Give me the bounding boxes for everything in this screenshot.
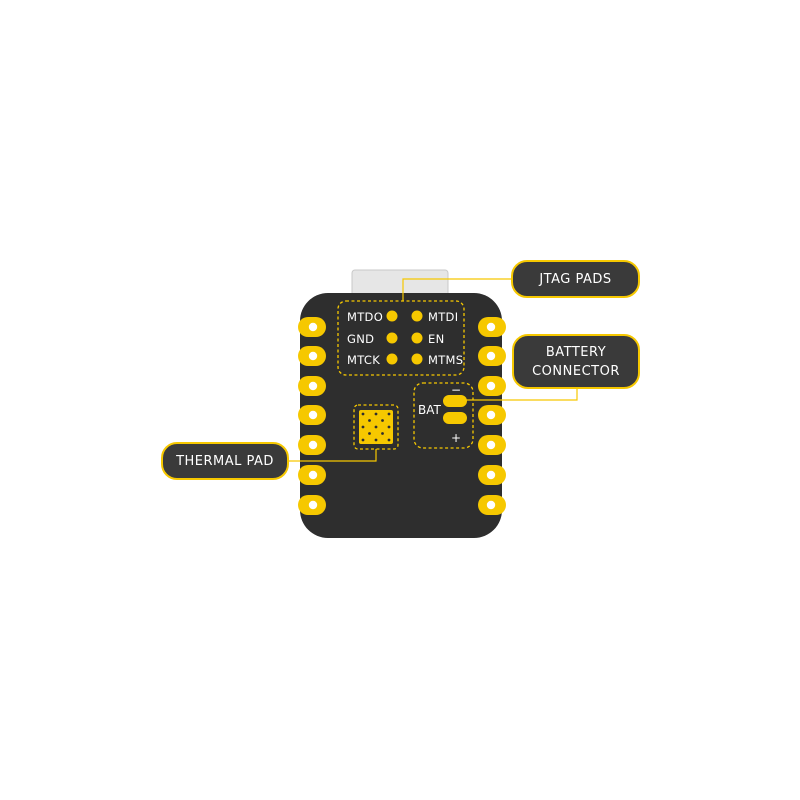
jtag-pads-outline xyxy=(337,300,465,376)
side-pad-hole-right-2 xyxy=(486,351,496,361)
jtag-pad-mtck xyxy=(386,353,398,365)
thermal-via xyxy=(374,438,378,442)
thermal-pad-outline xyxy=(353,404,399,450)
side-pad-hole-left-7 xyxy=(308,500,318,510)
jtag-pad-mtdo xyxy=(386,310,398,322)
thermal-via xyxy=(361,412,365,416)
side-pad-hole-left-5 xyxy=(308,440,318,450)
thermal-via xyxy=(374,412,378,416)
jtag-pads-callout-text: JTAG PADS xyxy=(539,271,612,287)
thermal-via xyxy=(387,438,391,442)
thermal-via xyxy=(374,425,378,429)
thermal-leader-line xyxy=(287,449,377,462)
side-pad-hole-left-6 xyxy=(308,470,318,480)
jtag-label-mtck: MTCK xyxy=(347,353,380,367)
battery-connector-callout: BATTERY CONNECTOR xyxy=(512,334,640,389)
battery-pad-negative xyxy=(443,395,467,407)
battery-callout-line1: BATTERY xyxy=(545,344,607,360)
side-pad-hole-right-5 xyxy=(486,440,496,450)
side-pad-hole-right-3 xyxy=(486,381,496,391)
side-pad-hole-right-1 xyxy=(486,322,496,332)
jtag-pad-gnd xyxy=(386,332,398,344)
side-pad-hole-right-4 xyxy=(486,410,496,420)
jtag-pad-en xyxy=(411,332,423,344)
side-pad-hole-left-2 xyxy=(308,351,318,361)
thermal-via xyxy=(381,419,384,422)
jtag-leader-line xyxy=(402,278,513,301)
thermal-pad-callout-text: THERMAL PAD xyxy=(176,453,274,469)
battery-leader-line xyxy=(462,385,578,401)
battery-callout-line2: CONNECTOR xyxy=(532,363,620,379)
jtag-label-mtdo: MTDO xyxy=(347,310,383,324)
side-pad-hole-right-7 xyxy=(486,500,496,510)
jtag-pad-mtdi xyxy=(411,310,423,322)
thermal-via xyxy=(387,412,391,416)
jtag-pads-callout: JTAG PADS xyxy=(511,260,640,298)
side-pad-hole-left-4 xyxy=(308,410,318,420)
jtag-label-mtms: MTMS xyxy=(428,353,463,367)
battery-plus-sign: + xyxy=(451,431,461,445)
thermal-pad-vias xyxy=(361,412,391,442)
thermal-via xyxy=(381,432,384,435)
side-pad-hole-left-3 xyxy=(308,381,318,391)
side-pad-hole-right-6 xyxy=(486,470,496,480)
battery-connector-outline xyxy=(413,382,474,449)
thermal-pad-callout: THERMAL PAD xyxy=(161,442,289,480)
thermal-via xyxy=(361,425,365,429)
thermal-via xyxy=(368,432,371,435)
jtag-pad-mtms xyxy=(411,353,423,365)
side-pads xyxy=(298,317,506,515)
jtag-label-en: EN xyxy=(428,332,444,346)
pcb-board xyxy=(300,293,502,538)
battery-minus-sign: − xyxy=(451,383,461,397)
battery-label: BAT xyxy=(418,403,442,417)
jtag-label-mtdi: MTDI xyxy=(428,310,458,324)
thermal-via xyxy=(361,438,365,442)
side-pad-hole-left-1 xyxy=(308,322,318,332)
battery-pad-positive xyxy=(443,412,467,424)
jtag-label-gnd: GND xyxy=(347,332,374,346)
thermal-via xyxy=(387,425,391,429)
thermal-via xyxy=(368,419,371,422)
